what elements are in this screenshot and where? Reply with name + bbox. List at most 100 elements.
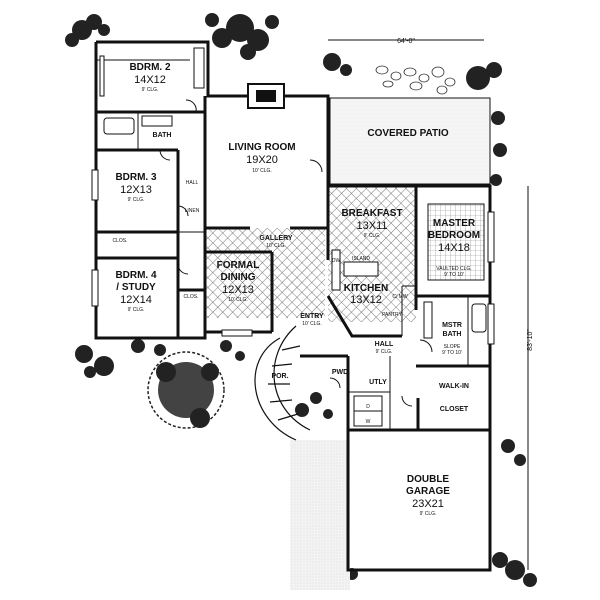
- master-rug: [427, 203, 485, 281]
- room-clos-west: CLOS.: [112, 238, 127, 244]
- landscaping: [65, 13, 537, 588]
- svg-text:19X20: 19X20: [246, 154, 278, 166]
- svg-text:BATH: BATH: [443, 331, 462, 338]
- windows: [91, 47, 495, 345]
- shrubs-porch: [220, 340, 333, 419]
- svg-text:9' CLG.: 9' CLG.: [128, 307, 145, 313]
- room-kitchen: ISLAND DW KITCHEN 13X12 PANTRY C/ MW: [332, 256, 408, 318]
- svg-text:9' CLG.: 9' CLG.: [142, 87, 159, 93]
- svg-text:BDRM. 4: BDRM. 4: [115, 270, 157, 281]
- doors: [159, 99, 433, 407]
- svg-text:PANTRY: PANTRY: [382, 312, 402, 318]
- dimension-lines: [328, 39, 529, 570]
- room-master-bedroom: MASTER BEDROOM 14X18 VAULTED CLG. 9' TO …: [428, 218, 480, 278]
- svg-text:10' CLG.: 10' CLG.: [228, 297, 248, 303]
- svg-text:9' CLG.: 9' CLG.: [376, 349, 393, 355]
- room-linen: LINEN: [185, 208, 200, 214]
- stone-garden: [375, 65, 456, 95]
- svg-text:UTLY: UTLY: [369, 379, 387, 386]
- room-covered-patio: COVERED PATIO: [367, 128, 449, 139]
- svg-text:GARAGE: GARAGE: [406, 486, 450, 497]
- svg-text:12X13: 12X13: [222, 284, 254, 296]
- svg-text:KITCHEN: KITCHEN: [344, 283, 388, 294]
- svg-text:9' CLG.: 9' CLG.: [420, 511, 437, 517]
- svg-text:9' CLG.: 9' CLG.: [364, 233, 381, 239]
- room-porch: POR.: [271, 373, 288, 380]
- svg-text:10' CLG.: 10' CLG.: [302, 321, 322, 327]
- breakfast-tile: [328, 186, 416, 322]
- svg-text:BEDROOM: BEDROOM: [428, 230, 480, 241]
- svg-text:13X11: 13X11: [357, 220, 388, 232]
- tree-top-center: [205, 13, 279, 60]
- kitchen-island: [343, 261, 379, 277]
- interior-walls: [96, 59, 490, 432]
- svg-text:12X13: 12X13: [120, 184, 152, 196]
- shrub-cluster-right: [466, 62, 507, 186]
- shrub-top-right: [323, 53, 352, 76]
- svg-text:D: D: [366, 404, 370, 410]
- width-dimension: 64'-0": [397, 38, 415, 45]
- gallery-tile: [205, 228, 325, 318]
- svg-text:DOUBLE: DOUBLE: [407, 474, 450, 485]
- svg-text:10' CLG.: 10' CLG.: [252, 168, 272, 174]
- svg-text:WALK-IN: WALK-IN: [439, 383, 469, 390]
- covered-patio-area: [329, 97, 491, 185]
- porch-walk: [254, 325, 311, 441]
- svg-text:LIVING ROOM: LIVING ROOM: [228, 142, 295, 153]
- room-hall-east: HALL 9' CLG.: [375, 341, 394, 355]
- room-utility: UTLY D W: [366, 379, 388, 425]
- svg-text:CLOSET: CLOSET: [440, 406, 469, 413]
- svg-text:9' TO 10': 9' TO 10': [444, 272, 464, 278]
- room-bath: BATH: [153, 132, 172, 139]
- room-walk-in-closet: WALK-IN CLOSET: [439, 383, 469, 413]
- svg-text:9' TO 10': 9' TO 10': [442, 350, 462, 356]
- svg-text:9' CLG.: 9' CLG.: [128, 197, 145, 203]
- large-tree-bottom: [147, 351, 225, 429]
- bath-vanity: [141, 115, 173, 127]
- room-powder: PWD: [332, 369, 348, 376]
- room-bdrm-2: BDRM. 2 14X12 9' CLG.: [129, 62, 171, 93]
- svg-text:DW: DW: [332, 258, 341, 264]
- svg-text:BREAKFAST: BREAKFAST: [341, 208, 402, 219]
- svg-text:SLOPE: SLOPE: [444, 344, 461, 350]
- room-living: LIVING ROOM 19X20 10' CLG.: [228, 142, 295, 174]
- room-bdrm-3: BDRM. 3 12X13 9' CLG.: [115, 172, 157, 203]
- svg-text:12X14: 12X14: [120, 294, 152, 306]
- svg-text:23X21: 23X21: [412, 498, 444, 510]
- svg-text:14X18: 14X18: [438, 242, 470, 254]
- svg-text:FORMAL: FORMAL: [217, 260, 260, 271]
- shrub-cluster-top-left: [65, 14, 110, 47]
- svg-text:MASTER: MASTER: [433, 218, 476, 229]
- room-bdrm-4: BDRM. 4 / STUDY 12X14 9' CLG.: [115, 270, 157, 313]
- svg-text:ISLAND: ISLAND: [352, 256, 370, 262]
- room-entry: ENTRY 10' CLG.: [300, 313, 324, 327]
- room-double-garage: DOUBLE GARAGE 23X21 9' CLG.: [406, 474, 450, 517]
- master-vanity: [423, 301, 433, 339]
- master-tub: [471, 303, 487, 333]
- depth-dimension: 83'-10": [527, 329, 534, 351]
- svg-text:C/ MW: C/ MW: [392, 294, 408, 300]
- driveway: [290, 440, 350, 590]
- svg-text:BDRM. 3: BDRM. 3: [115, 172, 157, 183]
- room-gallery: GALLERY 10' CLG.: [259, 235, 293, 249]
- bathtub: [103, 117, 135, 135]
- room-breakfast: BREAKFAST 13X11 9' CLG.: [341, 208, 402, 239]
- room-dining: FORMAL DINING 12X13 10' CLG.: [217, 260, 260, 303]
- svg-text:BDRM. 2: BDRM. 2: [129, 62, 171, 73]
- kitchen-counter: [331, 249, 341, 291]
- svg-text:14X12: 14X12: [134, 74, 166, 86]
- shrubs-bottom-left: [75, 339, 166, 378]
- svg-text:W: W: [366, 419, 371, 425]
- fixtures: [103, 83, 487, 427]
- svg-text:10' CLG.: 10' CLG.: [266, 243, 286, 249]
- svg-text:/ STUDY: / STUDY: [116, 282, 156, 293]
- svg-text:13X12: 13X12: [350, 294, 382, 306]
- svg-text:ENTRY: ENTRY: [300, 313, 324, 320]
- room-master-bath: MSTR BATH SLOPE 9' TO 10': [442, 322, 462, 356]
- room-hall-west: HALL: [186, 180, 199, 186]
- svg-text:HALL: HALL: [375, 341, 394, 348]
- room-clos-bdrm4: CLOS.: [183, 294, 198, 300]
- svg-text:MSTR: MSTR: [442, 322, 462, 329]
- svg-text:GALLERY: GALLERY: [259, 235, 293, 242]
